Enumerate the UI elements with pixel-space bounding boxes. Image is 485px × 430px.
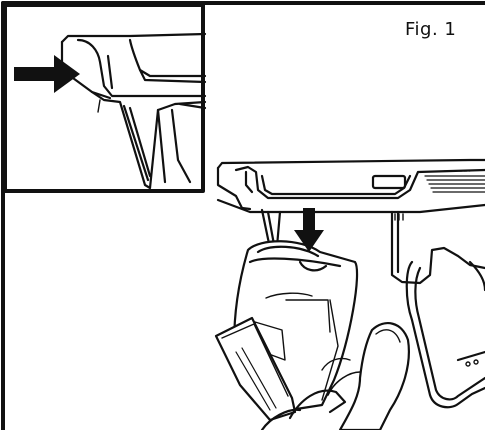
arrow-right-icon — [14, 55, 80, 93]
hands — [260, 322, 410, 430]
dust-bin — [214, 240, 359, 422]
inset-detail-view — [3, 3, 207, 193]
vacuum-main-view — [216, 158, 485, 409]
arrow-down-icon — [294, 208, 324, 252]
figure-label: Fig. 1 — [405, 19, 457, 40]
